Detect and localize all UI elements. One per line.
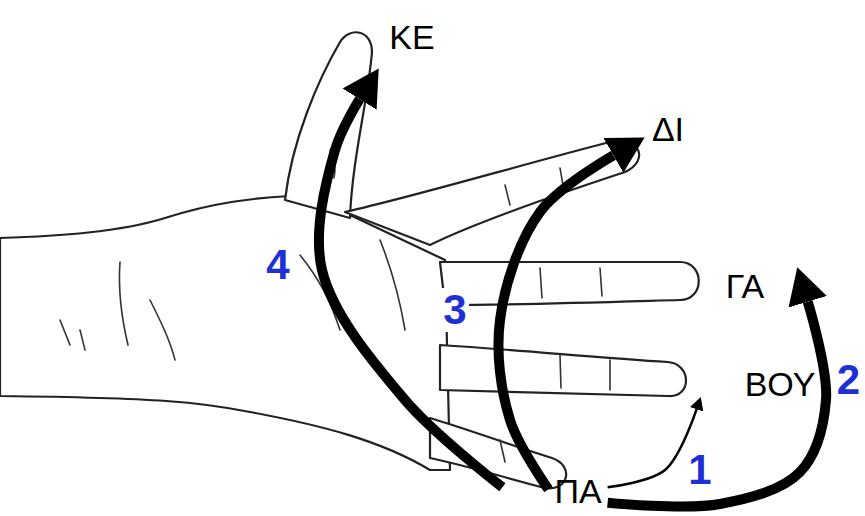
index-finger-outline (345, 141, 639, 245)
step-number: 4 (264, 243, 291, 287)
syllable-node: ΒΟΥ (743, 366, 818, 403)
palm-outline (0, 196, 450, 470)
step-number: 3 (441, 288, 468, 332)
finger-arrow (608, 302, 827, 507)
step-number: 2 (835, 358, 862, 402)
middle-finger-outline (440, 262, 699, 305)
syllable-text: ΚΕ (387, 19, 436, 56)
ring-finger-outline (440, 345, 686, 396)
syllable-node: ΠΑ (552, 473, 603, 510)
syllable-node: ΔΙ (650, 111, 686, 148)
syllable-node: ΓΑ (724, 268, 766, 305)
step-number: 1 (686, 448, 713, 492)
syllable-node: ΚΕ (387, 19, 436, 56)
syllable-text: ΔΙ (650, 111, 686, 148)
finger-arrow (608, 409, 697, 487)
syllable-text: ΓΑ (724, 268, 766, 305)
finger-arrow (319, 99, 502, 487)
finger-arrow (498, 155, 613, 489)
syllable-text: ΒΟΥ (743, 366, 818, 403)
syllable-text: ΠΑ (552, 473, 603, 510)
